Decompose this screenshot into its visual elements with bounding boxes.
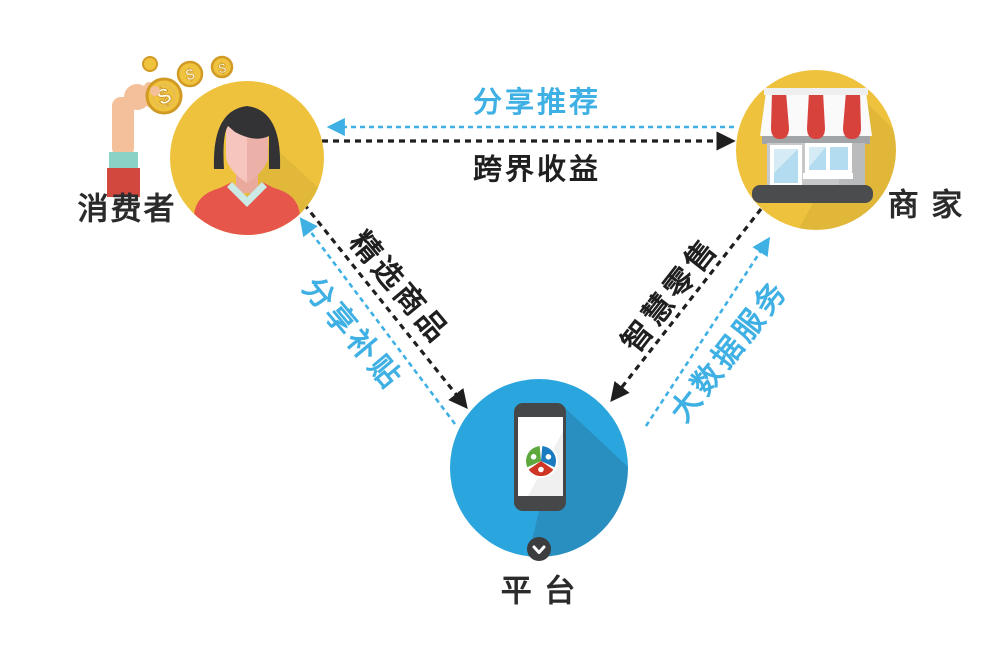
globe-people-logo-icon <box>524 444 558 478</box>
chevron-down-icon <box>527 537 551 561</box>
hand-coins-icon: $ $ $ <box>107 55 234 197</box>
edge-label-share-recommend: 分享推荐 <box>472 87 602 119</box>
merchant-label: 商 家 <box>887 187 965 223</box>
consumer-node-circle <box>170 81 324 235</box>
arrow-platform-to-consumer <box>299 217 457 425</box>
smartphone-icon <box>514 403 628 557</box>
platform-node-circle <box>450 379 628 557</box>
svg-text:$: $ <box>217 59 228 76</box>
arrow-platform-to-merchant <box>644 236 770 427</box>
arrow-consumer-to-platform <box>302 203 468 410</box>
platform-label: 平 台 <box>500 573 578 609</box>
person-avatar-icon <box>194 106 324 235</box>
storefront-icon <box>752 88 896 230</box>
merchant-node-circle <box>736 70 896 230</box>
consumer-label: 消费者 <box>77 191 177 227</box>
dollar-coin-icon: $ $ $ <box>142 55 234 115</box>
edge-label-cross-benefit: 跨界收益 <box>472 154 602 186</box>
